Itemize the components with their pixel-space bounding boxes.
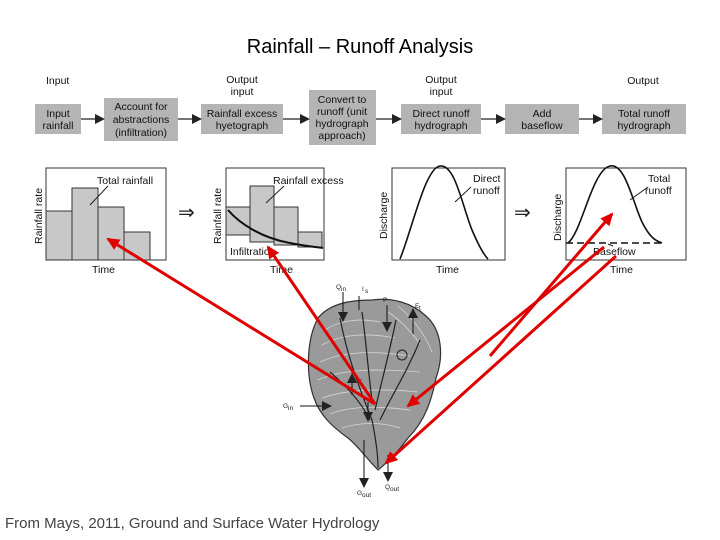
label-input-2: input [430,86,453,98]
svg-text:in: in [288,405,293,412]
svg-text:Input: Input [46,108,69,120]
source-credit: From Mays, 2011, Ground and Surface Wate… [5,515,380,532]
svg-text:t: t [419,305,421,312]
svg-text:abstractions: abstractions [113,114,170,126]
svg-text:hydrograph: hydrograph [617,120,670,132]
label-output-1: Output [226,74,258,86]
plot-rainfall-excess: Rainfall excess Infiltration Time Rainfa… [212,167,344,276]
flow-box-rainfall-excess: Rainfall excess hyetograph [201,104,283,134]
label-input: Input [46,75,69,87]
p1-ylabel: Rainfall rate [33,188,45,244]
ws-label-qout: Q [385,484,390,491]
rainfall-bars [45,187,151,261]
page-title: Rainfall – Runoff Analysis [246,36,474,58]
svg-text:Convert to: Convert to [318,94,367,106]
ws-label-gin: G [283,403,288,410]
svg-text:baseflow: baseflow [521,120,563,132]
annotation-direct: Direct [473,173,501,185]
ws-label-et: E [415,303,420,310]
annotation-infiltration: Infiltration [230,246,276,258]
svg-text:Account for: Account for [114,101,168,113]
excess-bars [225,185,323,248]
svg-text:hyetograph: hyetograph [216,120,269,132]
ws-label-is: I [362,286,364,293]
label-output-2: Output [425,74,457,86]
flow-box-add-baseflow: Add baseflow [505,104,579,134]
plot-direct-runoff: Direct runoff Time Discharge [378,165,506,276]
svg-text:rainfall: rainfall [43,120,74,132]
svg-text:Add: Add [533,108,552,120]
svg-text:approach): approach) [318,130,365,142]
p2-ylabel: Rainfall rate [212,188,224,244]
svg-text:in: in [341,286,346,293]
annotation-total-rainfall: Total rainfall [97,175,153,187]
annotation-total: Total [648,173,670,185]
annotation-runoff-2: runoff [645,185,672,197]
svg-text:Direct runoff: Direct runoff [413,108,470,120]
svg-text:Total runoff: Total runoff [618,108,670,120]
svg-text:s: s [365,288,369,295]
implies-1: ⇒ [178,200,195,224]
p3-ylabel: Discharge [378,192,390,239]
svg-text:hydrograph: hydrograph [414,120,467,132]
p4-xlabel: Time [610,264,633,276]
svg-text:runoff (unit: runoff (unit [317,106,367,118]
svg-text:out: out [362,492,371,499]
ws-label-qin: Q [336,284,341,291]
annotation-rainfall-excess: Rainfall excess [273,175,344,187]
p4-ylabel: Discharge [552,194,564,241]
svg-text:hydrograph: hydrograph [315,118,368,130]
implies-2: ⇒ [514,200,531,224]
ws-label-p: P [383,297,387,304]
red-connector-arrows [106,212,618,465]
flow-box-abstractions: Account for abstractions (infiltration) [104,98,178,141]
watershed-illustration: Q in I s P E t E T G in I G out Q out [283,284,442,499]
p3-xlabel: Time [436,264,459,276]
p1-xlabel: Time [92,264,115,276]
annotation-runoff: runoff [473,185,500,197]
flow-box-input-rainfall: Input rainfall [35,104,81,134]
label-input-1: input [231,86,254,98]
ws-label-gout: G [357,490,362,497]
ws-label-eT: E [354,377,359,384]
flow-box-total-runoff: Total runoff hydrograph [602,104,686,134]
svg-text:Rainfall excess: Rainfall excess [207,108,278,120]
svg-text:(infiltration): (infiltration) [115,127,167,139]
flow-box-direct-runoff: Direct runoff hydrograph [401,104,481,134]
flow-box-convert-to-runoff: Convert to runoff (unit hydrograph appro… [309,90,376,145]
label-output: Output [627,75,659,87]
plot-total-rainfall: Total rainfall Time Rainfall rate [33,167,167,276]
svg-text:out: out [390,486,399,493]
